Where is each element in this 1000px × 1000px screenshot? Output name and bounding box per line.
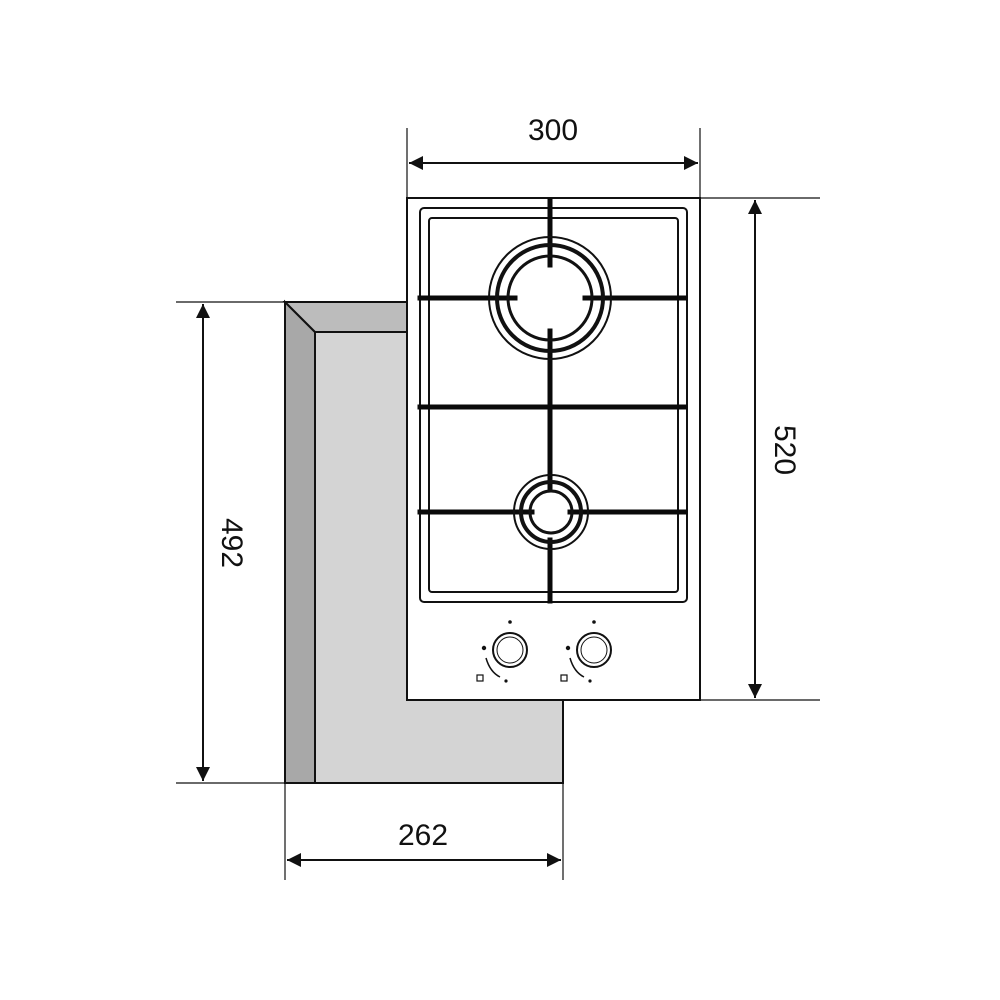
dimension-label-300: 300 (528, 114, 578, 147)
dimension-label-520: 520 (768, 425, 801, 475)
extension-lines (176, 128, 820, 880)
large-burner (488, 236, 612, 360)
dimension-right-height: 520 (748, 200, 801, 698)
knob-left (476, 620, 528, 683)
knob-right (560, 620, 612, 683)
hob-outer-frame (406, 197, 701, 701)
dimension-top-width: 300 (409, 114, 698, 170)
dimension-label-492: 492 (215, 518, 248, 568)
dimension-label-262: 262 (398, 819, 448, 852)
hob-panel (406, 197, 701, 701)
cutout-block (282, 299, 564, 784)
dimension-left-height: 492 (196, 304, 248, 781)
cutout-left-side (284, 299, 316, 784)
small-burner (513, 474, 589, 550)
dimension-bottom-width: 262 (287, 819, 561, 867)
grate-bars (417, 198, 688, 604)
